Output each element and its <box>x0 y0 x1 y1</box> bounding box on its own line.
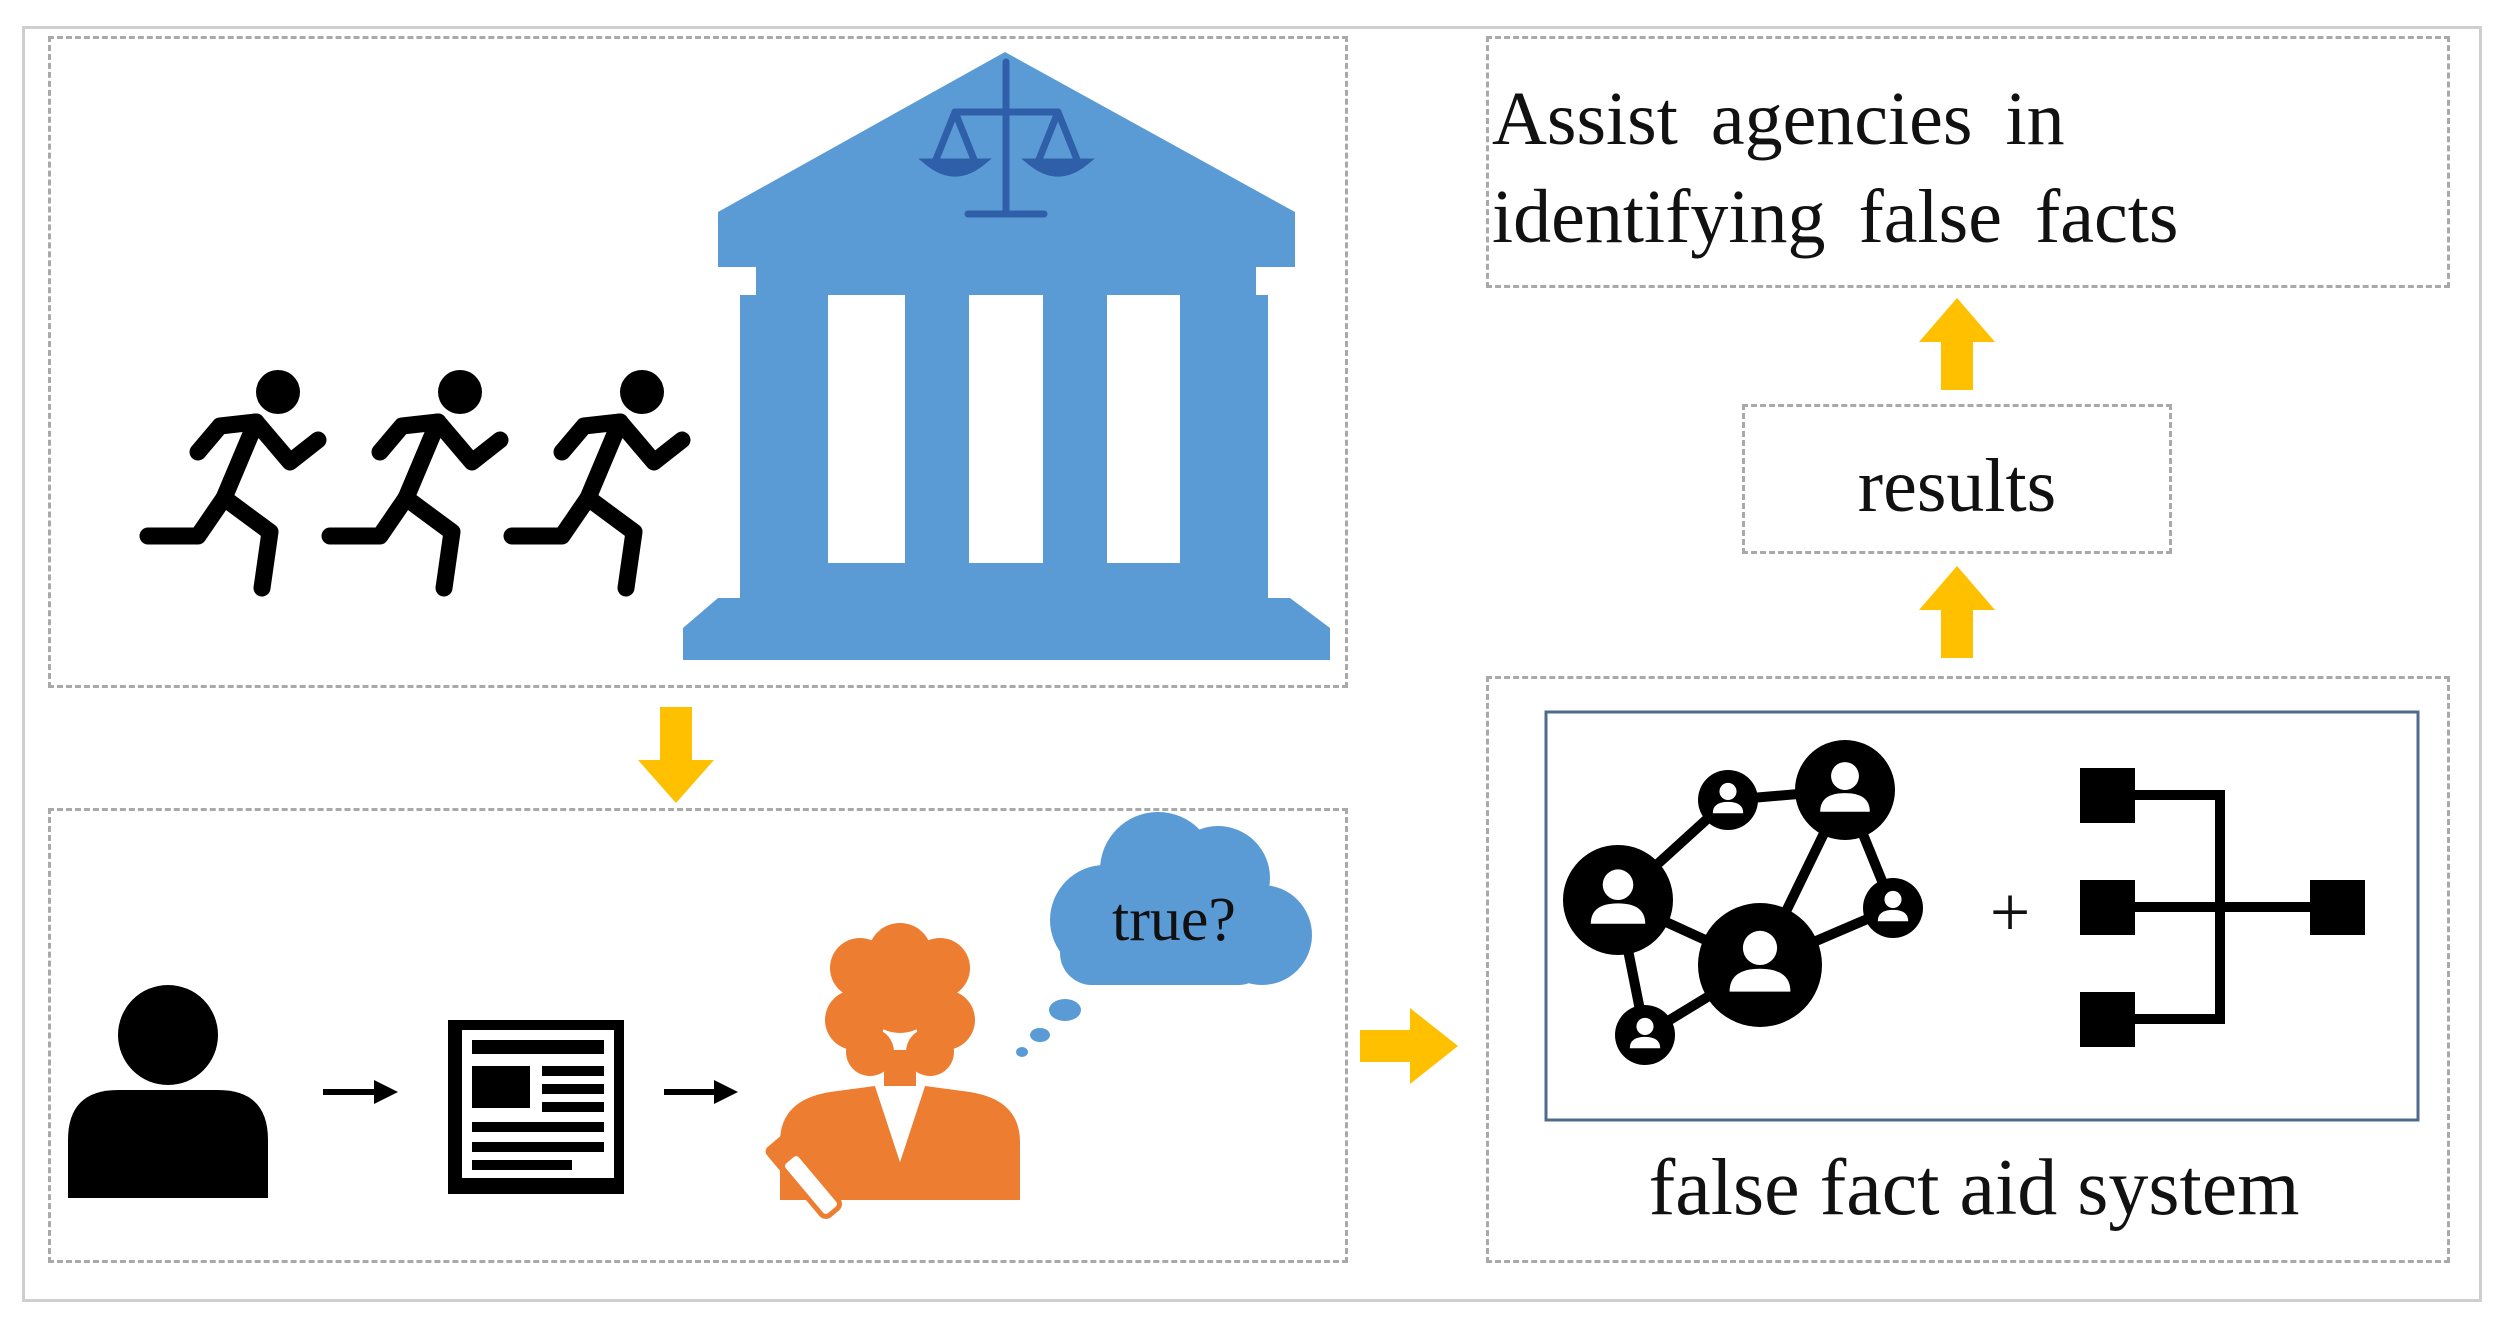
up-arrow-icon <box>1919 298 1995 390</box>
goal-text: Assist agencies in identifying false fac… <box>1492 70 2452 266</box>
down-arrow-icon <box>638 707 714 803</box>
court-panel <box>48 36 1348 688</box>
running-person-icon <box>148 370 318 588</box>
process-panel <box>48 808 1348 1263</box>
thought-bubble-label: true? <box>1112 886 1236 954</box>
goal-line-1: Assist agencies in <box>1492 77 2065 161</box>
court-column-gap <box>969 295 1043 563</box>
system-panel <box>1486 676 2450 1263</box>
right-arrow-icon <box>664 1080 738 1104</box>
goal-line-2: identifying false facts <box>1492 175 2179 259</box>
running-person-icon <box>512 370 682 588</box>
newspaper-icon <box>448 1020 624 1194</box>
courthouse-icon <box>683 52 1330 660</box>
plus-operator: + <box>1989 872 2031 952</box>
results-box <box>1742 404 2172 554</box>
court-column-gap <box>1107 295 1180 563</box>
social-network-icon <box>1563 740 1923 1065</box>
system-inner-box <box>1544 710 2420 1122</box>
right-arrow-icon <box>323 1080 398 1104</box>
goal-box <box>1486 36 2450 288</box>
hierarchy-tree-icon <box>2080 768 2365 1047</box>
right-arrow-big-icon <box>1360 1008 1458 1084</box>
figure-frame <box>22 26 2482 1302</box>
system-label: false fact aid system <box>1648 1144 2300 1232</box>
up-arrow-icon <box>1919 566 1995 658</box>
gavel-icon <box>765 1119 842 1219</box>
court-column-gap <box>828 295 905 563</box>
person-icon <box>68 985 268 1198</box>
running-person-icon <box>330 370 500 588</box>
judge-collar <box>875 1086 925 1162</box>
scales-of-justice-icon <box>918 58 1095 218</box>
thought-cloud-icon <box>1016 812 1312 1057</box>
results-label: results <box>1857 444 2057 528</box>
judge-icon <box>780 923 1020 1200</box>
